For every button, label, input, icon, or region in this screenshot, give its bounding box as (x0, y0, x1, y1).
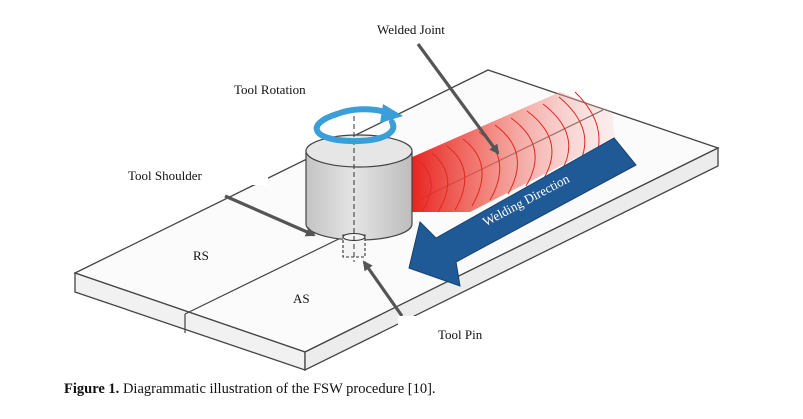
pointer-arrows (224, 43, 500, 317)
tool-shoulder-top (305, 134, 413, 168)
tool-pin-pointer (362, 260, 404, 317)
welded-joint-label: Welded Joint (377, 22, 445, 37)
figure-caption-text: Diagrammatic illustration of the FSW pro… (119, 381, 435, 397)
rs-label: RS (193, 248, 209, 263)
rotation-arc-top (334, 106, 388, 117)
weld-bead (410, 91, 615, 213)
rotation-arrowhead (380, 104, 403, 123)
welded-joint-pointer (416, 43, 500, 155)
weld-zone (410, 92, 615, 212)
tool-rotation-arrow (313, 104, 403, 145)
fsw-tool (305, 116, 413, 262)
rotation-arc (313, 111, 397, 145)
tool-shoulder-label-bg (120, 163, 268, 185)
labels: Welded Joint Tool Rotation Tool Shoulder… (120, 22, 558, 356)
figure-caption-prefix: Figure 1. (64, 381, 119, 397)
weld-ripples (417, 91, 600, 213)
direction-arrow-shape (408, 137, 637, 287)
tool-pin-label: Tool Pin (438, 327, 483, 342)
tool-shoulder-pointer (224, 194, 316, 237)
as-label: AS (293, 291, 310, 306)
tool-rotation-label: Tool Rotation (234, 82, 306, 97)
tool-shoulder-label: Tool Shoulder (128, 168, 203, 183)
tool-pin-label-bg (398, 316, 558, 356)
figure-caption: Figure 1. Diagrammatic illustration of t… (64, 381, 436, 397)
plate-side-face (304, 146, 719, 372)
